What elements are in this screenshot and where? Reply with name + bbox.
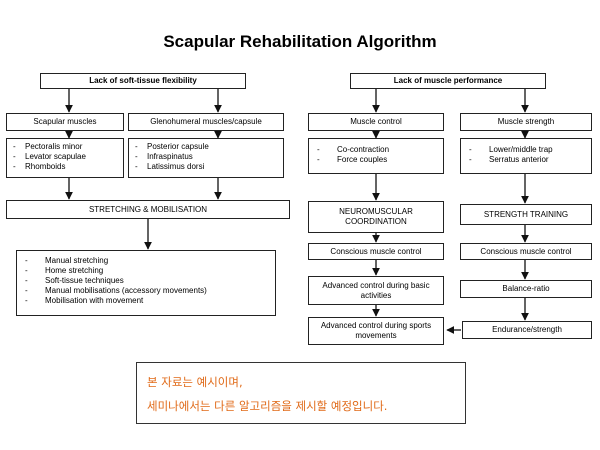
box-strength-training: STRENGTH TRAINING bbox=[460, 204, 592, 225]
list-item: Manual mobilisations (accessory movement… bbox=[21, 286, 271, 296]
box-stretching-mobilisation: STRETCHING & MOBILISATION bbox=[6, 200, 290, 219]
box-muscle-control-label: Muscle control bbox=[350, 117, 402, 126]
box-neuromuscular-coordination: NEUROMUSCULAR COORDINATION bbox=[308, 201, 444, 233]
box-balance-ratio: Balance-ratio bbox=[460, 280, 592, 298]
header-soft-tissue-flexibility: Lack of soft-tissue flexibility bbox=[40, 73, 246, 89]
list-item: Soft-tissue techniques bbox=[21, 276, 271, 286]
box-muscle-strength-label: Muscle strength bbox=[497, 117, 555, 126]
box-stretching-mobilisation-label: STRETCHING & MOBILISATION bbox=[88, 204, 208, 214]
list-item: Lower/middle trap bbox=[465, 145, 587, 155]
list-techniques: Manual stretching Home stretching Soft-t… bbox=[16, 250, 276, 316]
box-neuromuscular-coordination-label: NEUROMUSCULAR COORDINATION bbox=[339, 207, 413, 226]
box-advanced-sports: Advanced control during sports movements bbox=[308, 317, 444, 345]
list-muscle-strength: Lower/middle trap Serratus anterior bbox=[460, 138, 592, 174]
list-item: Manual stretching bbox=[21, 256, 271, 266]
box-glenohumeral-label: Glenohumeral muscles/capsule bbox=[150, 117, 262, 126]
list-item: Latissimus dorsi bbox=[133, 162, 279, 172]
box-advanced-basic: Advanced control during basic activities bbox=[308, 276, 444, 305]
header-muscle-performance: Lack of muscle performance bbox=[350, 73, 546, 89]
header-soft-tissue-flexibility-label: Lack of soft-tissue flexibility bbox=[89, 76, 197, 85]
korean-note-box: 본 자료는 예시이며, 세미나에서는 다른 알고리즘을 제시할 예정입니다. bbox=[136, 362, 466, 424]
box-conscious-control-right-label: Conscious muscle control bbox=[480, 246, 572, 256]
list-glenohumeral: Posterior capsule Infraspinatus Latissim… bbox=[128, 138, 284, 178]
box-glenohumeral: Glenohumeral muscles/capsule bbox=[128, 113, 284, 131]
list-item: Posterior capsule bbox=[133, 142, 279, 152]
box-scapular-muscles: Scapular muscles bbox=[6, 113, 124, 131]
box-advanced-sports-label: Advanced control during sports movements bbox=[320, 321, 432, 340]
note-line-1: 본 자료는 예시이며, bbox=[147, 375, 243, 389]
list-scapular-muscles: Pectoralis minor Levator scapulae Rhombo… bbox=[6, 138, 124, 178]
list-item: Infraspinatus bbox=[133, 152, 279, 162]
box-endurance-strength: Endurance/strength bbox=[462, 321, 592, 339]
list-item: Serratus anterior bbox=[465, 155, 587, 165]
box-scapular-muscles-label: Scapular muscles bbox=[33, 117, 97, 126]
box-conscious-control-left-label: Conscious muscle control bbox=[330, 246, 422, 256]
list-item: Mobilisation with movement bbox=[21, 296, 271, 306]
box-advanced-basic-label: Advanced control during basic activities bbox=[322, 280, 430, 300]
header-muscle-performance-label: Lack of muscle performance bbox=[393, 76, 503, 85]
list-item: Rhomboids bbox=[11, 162, 119, 172]
list-item: Force couples bbox=[313, 155, 439, 165]
note-line-2: 세미나에서는 다른 알고리즘을 제시할 예정입니다. bbox=[147, 399, 388, 413]
box-muscle-strength: Muscle strength bbox=[460, 113, 592, 131]
box-conscious-control-right: Conscious muscle control bbox=[460, 243, 592, 260]
list-muscle-control: Co-contraction Force couples bbox=[308, 138, 444, 174]
page-title: Scapular Rehabilitation Algorithm bbox=[163, 32, 437, 51]
box-conscious-control-left: Conscious muscle control bbox=[308, 243, 444, 260]
box-strength-training-label: STRENGTH TRAINING bbox=[483, 209, 569, 219]
box-muscle-control: Muscle control bbox=[308, 113, 444, 131]
list-item: Co-contraction bbox=[313, 145, 439, 155]
list-item: Levator scapulae bbox=[11, 152, 119, 162]
list-item: Home stretching bbox=[21, 266, 271, 276]
box-balance-ratio-label: Balance-ratio bbox=[502, 284, 550, 293]
box-endurance-strength-label: Endurance/strength bbox=[492, 325, 562, 334]
list-item: Pectoralis minor bbox=[11, 142, 119, 152]
